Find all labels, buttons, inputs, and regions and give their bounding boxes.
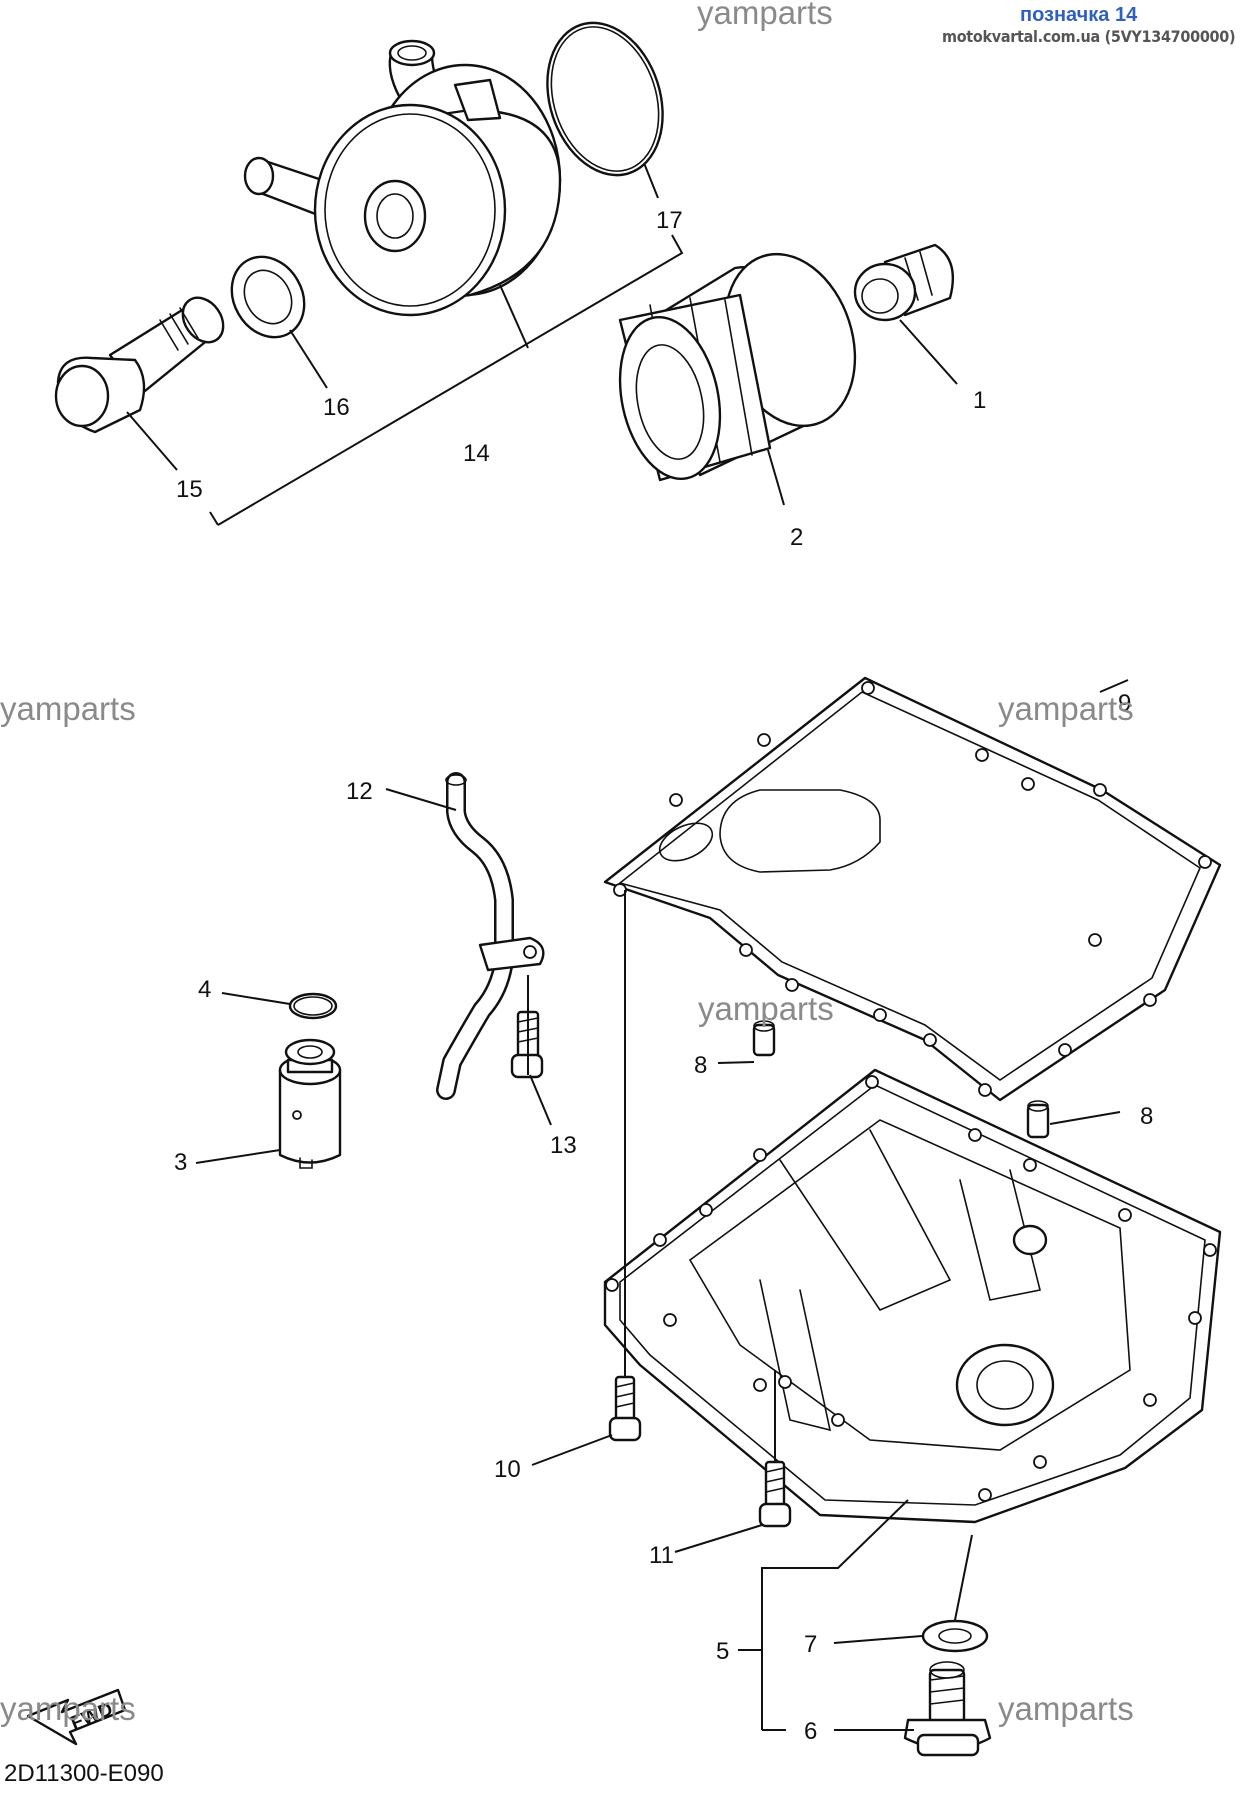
- callout-14[interactable]: 14: [463, 440, 490, 467]
- watermark-top: yamparts: [697, 0, 833, 31]
- part-6-drain-bolt[interactable]: [903, 1661, 992, 1757]
- callout-4[interactable]: 4: [198, 976, 211, 1003]
- callout-8-lower[interactable]: 8: [1140, 1103, 1153, 1130]
- callout-15[interactable]: 15: [176, 476, 203, 503]
- site-label: motokvartal.com.ua (5VY134700000): [942, 27, 1236, 46]
- watermark-right: yamparts: [998, 690, 1134, 727]
- watermark-bottom-left: yamparts: [0, 1690, 136, 1727]
- watermark-bottom-right: yamparts: [998, 1690, 1134, 1727]
- watermark-center: yamparts: [698, 990, 834, 1027]
- part-16-washer[interactable]: [218, 244, 319, 351]
- oil-pan-body[interactable]: [603, 1068, 1222, 1524]
- part-10-bolt[interactable]: [608, 1375, 642, 1442]
- reference-label: позначка 14: [1020, 4, 1138, 26]
- callout-2[interactable]: 2: [790, 524, 803, 551]
- part-3-strainer[interactable]: [278, 1038, 342, 1169]
- callout-1[interactable]: 1: [973, 387, 986, 414]
- callout-10[interactable]: 10: [494, 1456, 521, 1483]
- callout-16[interactable]: 16: [323, 394, 350, 421]
- watermark-left: yamparts: [0, 690, 136, 727]
- part-1-union[interactable]: [853, 243, 955, 322]
- diagram-code: 2D11300-E090: [4, 1760, 164, 1787]
- callout-3[interactable]: 3: [174, 1149, 187, 1176]
- callout-11[interactable]: 11: [649, 1542, 674, 1569]
- callout-13[interactable]: 13: [550, 1132, 577, 1159]
- part-15-union-bolt[interactable]: [54, 290, 232, 434]
- part-9-gasket[interactable]: [603, 676, 1222, 1102]
- part-8-dowel-lower[interactable]: [1026, 1100, 1050, 1139]
- part-17-o-ring[interactable]: [529, 8, 682, 190]
- part-14-oil-cooler[interactable]: [243, 39, 562, 317]
- part-12-oil-pipe[interactable]: [436, 772, 545, 1100]
- callout-7[interactable]: 7: [804, 1631, 817, 1658]
- callout-6[interactable]: 6: [804, 1718, 817, 1745]
- callout-12[interactable]: 12: [346, 778, 373, 805]
- part-7-washer[interactable]: [921, 1619, 989, 1653]
- part-8-dowel-upper[interactable]: [752, 1020, 776, 1057]
- callout-9[interactable]: 9: [1118, 690, 1131, 717]
- callout-8-upper[interactable]: 8: [694, 1052, 707, 1079]
- part-2-oil-filter[interactable]: [606, 237, 876, 488]
- part-4-o-ring[interactable]: [288, 992, 338, 1020]
- callout-5[interactable]: 5: [716, 1638, 729, 1665]
- callout-17[interactable]: 17: [656, 207, 683, 234]
